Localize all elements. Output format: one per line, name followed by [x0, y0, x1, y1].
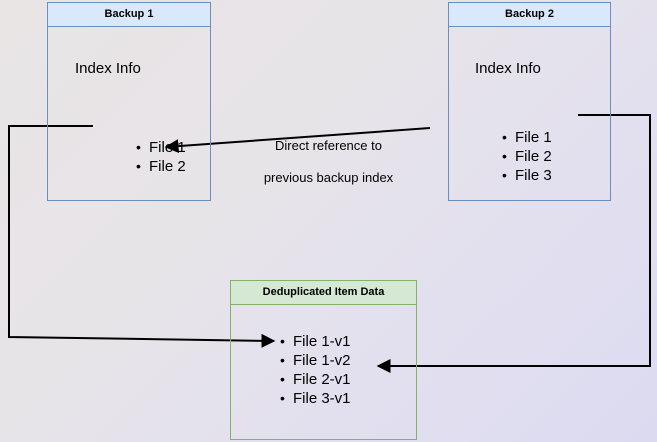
annotation-direct-reference-line-2: previous backup index	[263, 170, 394, 185]
annotation-direct-reference-line-1: Direct reference to	[275, 138, 382, 153]
list-item: File 3-v1	[280, 389, 350, 408]
list-item: File 3	[502, 166, 552, 185]
list-item: File 2	[136, 157, 186, 176]
list-item: File 1	[136, 138, 186, 157]
node-deduplicated-item-data[interactable]: Deduplicated Item Data File 1-v1 File 1-…	[230, 280, 417, 440]
node-backup-1-header: Backup 1	[48, 3, 210, 27]
list-item: File 2	[502, 147, 552, 166]
list-item: File 1	[502, 128, 552, 147]
node-backup-2-header: Backup 2	[449, 3, 610, 27]
backup-2-index-info-label: Index Info	[475, 60, 541, 77]
annotation-direct-reference: Direct reference to previous backup inde…	[246, 122, 411, 202]
list-item: File 1-v2	[280, 351, 350, 370]
node-dedup-header: Deduplicated Item Data	[231, 281, 416, 305]
backup-1-file-list: File 1 File 2	[133, 138, 186, 176]
dedup-file-list: File 1-v1 File 1-v2 File 2-v1 File 3-v1	[277, 332, 350, 408]
backup-1-index-info-label: Index Info	[75, 60, 141, 77]
backup-2-file-list: File 1 File 2 File 3	[499, 128, 552, 185]
node-backup-2[interactable]: Backup 2 Index Info File 1 File 2 File 3	[448, 2, 611, 201]
node-dedup-body: File 1-v1 File 1-v2 File 2-v1 File 3-v1	[231, 305, 416, 438]
list-item: File 2-v1	[280, 370, 350, 389]
node-backup-1[interactable]: Backup 1 Index Info File 1 File 2	[47, 2, 211, 201]
node-backup-1-body: Index Info File 1 File 2	[48, 27, 210, 199]
node-backup-2-body: Index Info File 1 File 2 File 3	[449, 27, 610, 199]
list-item: File 1-v1	[280, 332, 350, 351]
